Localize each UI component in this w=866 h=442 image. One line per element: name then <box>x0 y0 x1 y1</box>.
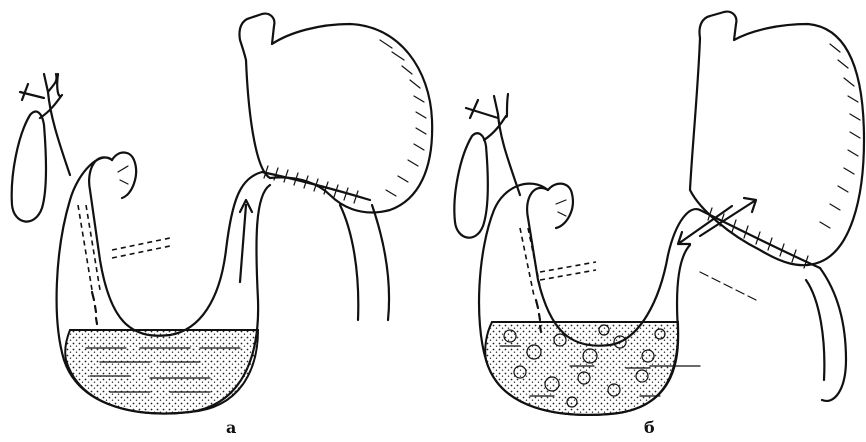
common-duct-dashed-a <box>78 205 100 290</box>
bile-drops-a <box>92 292 97 324</box>
efferent-loop-a <box>340 205 389 320</box>
pancreatic-duct-b <box>540 262 596 280</box>
panel-a <box>12 14 432 414</box>
gallbladder-a <box>12 112 46 222</box>
gallbladder-b <box>454 133 488 237</box>
panel-a-label: а <box>226 418 236 437</box>
stomach-a <box>239 14 432 213</box>
reflux-arrow-a[interactable] <box>240 200 252 282</box>
stomach-lower-hatching-b <box>700 272 756 300</box>
efferent-loop-b <box>806 268 846 401</box>
pancreatic-duct-a <box>112 238 170 258</box>
duodenal-stump-b <box>548 184 573 228</box>
stomach-hatching-a <box>380 40 426 196</box>
stitches-b <box>708 208 808 268</box>
duodenal-stump-a <box>112 153 136 199</box>
panel-b-label: б <box>644 418 655 437</box>
anastomosis-b <box>700 210 820 268</box>
bile-duct-b <box>466 94 520 195</box>
fluid-a <box>65 330 258 414</box>
panel-b <box>454 12 864 415</box>
stomach-hatching-b <box>820 44 860 228</box>
